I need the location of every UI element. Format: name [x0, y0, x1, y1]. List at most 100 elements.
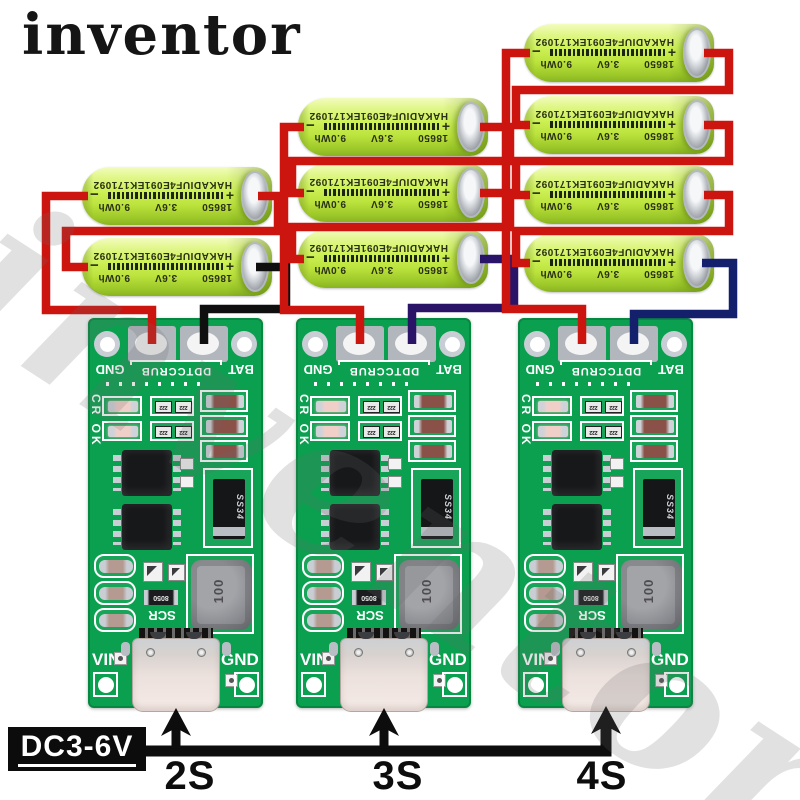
minus-marker: −: [306, 249, 315, 266]
schottky-diode: SS34: [213, 479, 245, 539]
mount-tab: [652, 642, 661, 656]
plus-marker: +: [441, 118, 450, 134]
supply-line: [146, 722, 612, 757]
test-point-dots: [536, 382, 636, 386]
usb-latch: [150, 632, 166, 639]
capacitor: [99, 587, 133, 600]
silkscreen-bracket: [130, 360, 222, 365]
plus-marker: +: [667, 116, 676, 132]
power-inductor: [191, 560, 251, 630]
resistor-pair-box: 222 222: [358, 421, 402, 441]
battery-18650-g2-c3: − + 18650 3.6V 9.0Wh HAKADI UF4E091EK 17…: [298, 230, 488, 288]
diode-band: [213, 527, 245, 536]
plus-marker: +: [441, 250, 450, 266]
brand-logo: inventor: [22, 2, 302, 68]
capacitor-box: [200, 440, 248, 462]
usb-latch: [186, 632, 202, 639]
ic-chip: [113, 504, 181, 550]
battery-18650-g3-c3: − + 18650 3.6V 9.0Wh HAKADI UF4E091EK 17…: [524, 166, 714, 224]
capacitor: [206, 445, 244, 458]
wire-red-4s-series-2: [511, 120, 734, 200]
battery-positive-cap: [683, 100, 711, 150]
mount-tab: [430, 642, 439, 656]
usb-latch: [358, 632, 374, 639]
minus-marker: −: [90, 186, 99, 203]
capacitor: [307, 587, 341, 600]
silkscreen-gnd-bottom: GND: [221, 650, 259, 669]
resistor-pair-box: 222 222: [150, 396, 194, 416]
wire-red-4s-series-1: [511, 48, 734, 130]
capacitor: [206, 395, 244, 408]
capacitor: [414, 395, 452, 408]
usb-c-connector: [121, 628, 231, 712]
silkscreen-bracket: [338, 360, 430, 365]
capacitor: [529, 614, 563, 627]
inductor-box: 100: [616, 554, 684, 634]
capacitor-box: [524, 608, 566, 632]
charger-pcb-board-2s: GND BAT DDTCCRUB CR OK 222 222 222 222 S…: [88, 318, 263, 712]
capacitor-box: [302, 554, 344, 578]
smd-component: [610, 476, 624, 488]
silkscreen-vin: VIN: [522, 650, 551, 669]
schottky-diode: SS34: [421, 479, 453, 539]
smd-component: [598, 564, 615, 581]
capacitor: [307, 560, 341, 573]
usb-latch: [616, 632, 632, 639]
capacitor-box: [408, 390, 456, 412]
plus-marker: +: [225, 258, 234, 274]
usb-rivet: [354, 648, 363, 657]
capacitor: [99, 614, 133, 627]
mounting-hole: [439, 331, 465, 357]
capacitor-box: [200, 415, 248, 437]
status-led-box: [532, 396, 572, 416]
wire-red-2s-bminus: [41, 191, 157, 344]
battery-18650-g2-c2: − + 18650 3.6V 9.0Wh HAKADI UF4E091EK 17…: [298, 164, 488, 222]
diode-band: [643, 527, 675, 536]
smd-component: [388, 476, 402, 488]
minus-marker: −: [532, 253, 541, 270]
smd-component: [143, 562, 163, 582]
wire-red-4s-bminus: [501, 48, 587, 344]
mounting-hole: [302, 331, 328, 357]
silkscreen-vin: VIN: [300, 650, 329, 669]
silkscreen-ok-cr: CR OK: [297, 394, 311, 448]
diode-marking: SS34: [235, 493, 245, 521]
ic-chip: [113, 450, 181, 496]
mount-tab: [551, 642, 560, 656]
smd-component: [610, 458, 624, 470]
plus-marker: +: [667, 186, 676, 202]
mount-tab: [329, 642, 338, 656]
silkscreen-gnd-bottom: GND: [429, 650, 467, 669]
wire-black-2s-bat: [199, 262, 291, 344]
silkscreen-bracket: [560, 360, 652, 365]
status-led: [538, 401, 568, 412]
capacitor-box: [408, 415, 456, 437]
battery-18650-g3-c4: − + 18650 3.6V 9.0Wh HAKADI UF4E091EK 17…: [524, 234, 714, 292]
usb-rivet: [627, 648, 636, 657]
wire-red-3s-series-2: [287, 188, 515, 264]
mounting-hole: [664, 672, 689, 697]
usb-rivet: [197, 648, 206, 657]
capacitor-box: [302, 608, 344, 632]
silkscreen-vin: VIN: [92, 650, 121, 669]
usb-c-connector: [551, 628, 661, 712]
schottky-diode: SS34: [643, 479, 675, 539]
mounting-hole: [524, 331, 550, 357]
diode-band: [421, 527, 453, 536]
minus-marker: −: [306, 183, 315, 200]
smd-component: [180, 476, 194, 488]
capacitor: [529, 587, 563, 600]
battery-18650-g1-c1: − + 18650 3.6V 9.0Wh HAKADI UF4E091EK 17…: [82, 167, 272, 225]
silkscreen-gnd-bottom: GND: [651, 650, 689, 669]
resistor-pair-box: 222 222: [580, 421, 624, 441]
smd-component: [351, 562, 371, 582]
status-led-box: [102, 421, 142, 441]
capacitor-box: [408, 440, 456, 462]
wire-navy-3s-bat: [407, 254, 519, 344]
battery-18650-g1-c2: − + 18650 3.6V 9.0Wh HAKADI UF4E091EK 17…: [82, 238, 272, 296]
smd-component: [180, 458, 194, 470]
smd-component: [376, 564, 393, 581]
mount-tab: [121, 642, 130, 656]
capacitor: [414, 420, 452, 433]
